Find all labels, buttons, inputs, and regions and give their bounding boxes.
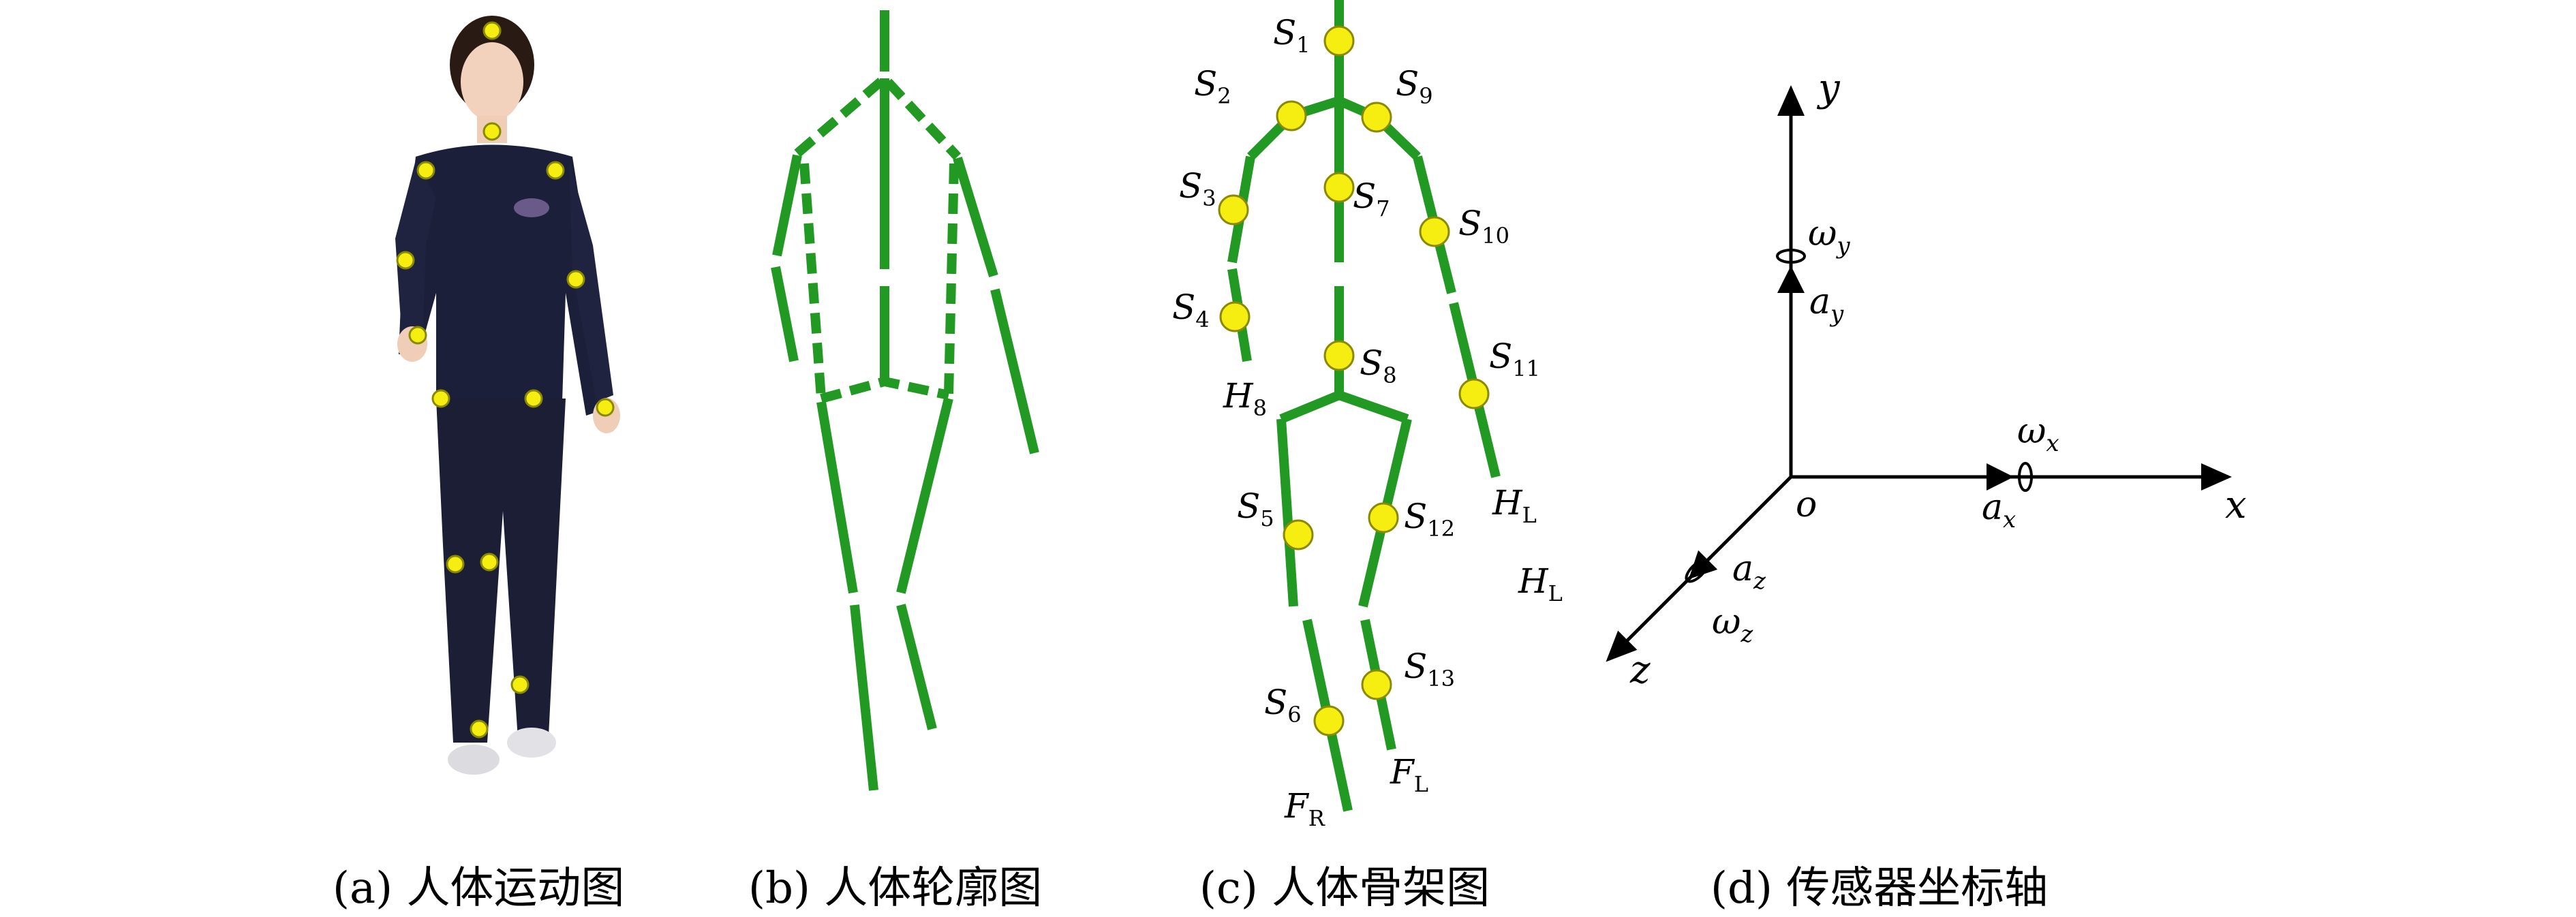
label-s12: S12 [1404, 497, 1455, 542]
label-s9: S9 [1396, 64, 1433, 109]
label-z: z [1629, 648, 1651, 692]
label-s8: S8 [1360, 343, 1397, 388]
marker-right-elbow [566, 270, 585, 289]
contour-figure [771, 10, 1039, 791]
left-arm [395, 160, 436, 341]
joint-s5 [1283, 519, 1314, 550]
contour-torso-right [944, 163, 959, 396]
jacket [399, 144, 607, 416]
contour-left-shin [850, 604, 878, 791]
label-s13: S13 [1404, 647, 1455, 691]
marker-right-ankle [510, 675, 530, 694]
label-hl-2: HL [1518, 561, 1563, 606]
joint-s3 [1218, 194, 1249, 226]
label-h8: H8 [1223, 376, 1267, 421]
caption-d: (d) 传感器坐标轴 [1711, 863, 2048, 914]
marker-chin [482, 122, 502, 141]
photo-markers [396, 21, 615, 739]
left-shoe [448, 745, 500, 775]
joint-s12 [1368, 502, 1399, 533]
face [461, 42, 523, 121]
sensor-axes: y x z o ωy ay ωx ax az ωz [1606, 66, 2247, 692]
label-s7: S7 [1353, 176, 1390, 221]
contour-hip [820, 376, 950, 403]
label-s11: S11 [1489, 337, 1540, 382]
az-arrow [1688, 550, 1718, 580]
label-s6: S6 [1264, 683, 1302, 728]
right-arm [569, 160, 613, 402]
joint-s13 [1361, 669, 1392, 700]
caption-c: (c) 人体骨架图 [1199, 863, 1490, 914]
joint-s1 [1323, 25, 1355, 57]
joint-s10 [1419, 216, 1450, 247]
marker-head [482, 21, 502, 40]
pants [436, 399, 566, 743]
label-s4: S4 [1172, 287, 1210, 332]
label-origin: o [1796, 484, 1817, 525]
label-omega-x: ωx [2017, 411, 2059, 457]
bone-hip [1279, 390, 1409, 424]
label-s10: S10 [1458, 204, 1509, 249]
joint-s9 [1361, 102, 1392, 133]
contour-left-lower-arm [771, 266, 799, 362]
joint-s11 [1458, 378, 1490, 409]
jacket-logo [514, 198, 549, 217]
marker-left-elbow [396, 251, 415, 270]
contour-torso-left [799, 163, 826, 399]
joint-s6 [1313, 705, 1345, 736]
contour-right-thigh [896, 397, 953, 594]
joint-s4 [1219, 301, 1251, 332]
caption-b: (b) 人体轮廓图 [748, 863, 1042, 914]
joint-s8 [1323, 340, 1355, 371]
marker-left-hand [408, 326, 427, 345]
bone-left-thigh [1276, 418, 1298, 607]
label-fl: FL [1390, 752, 1428, 797]
right-shoe [507, 728, 556, 758]
label-a-x: ax [1982, 487, 2016, 533]
label-omega-z: ωz [1712, 602, 1753, 648]
label-a-y: ay [1809, 281, 1844, 328]
marker-right-shoulder [546, 161, 565, 180]
marker-left-knee [446, 555, 465, 574]
contour-right-lower-arm [990, 288, 1039, 454]
marker-left-shoulder [416, 161, 435, 180]
contour-left-upper-arm [772, 154, 802, 257]
label-y: y [1816, 66, 1841, 110]
caption-a: (a) 人体运动图 [333, 863, 624, 914]
label-hl-1: HL [1492, 483, 1537, 528]
marker-right-hand [596, 398, 615, 417]
label-s5: S5 [1237, 486, 1274, 531]
person-photo [395, 16, 620, 775]
omega-x-rotation-icon [2018, 462, 2033, 492]
contour-right-upper-arm [953, 156, 998, 278]
contour-right-shin [896, 604, 937, 730]
marker-right-hip [524, 389, 543, 408]
label-a-z: az [1732, 548, 1766, 595]
marker-right-knee [480, 553, 499, 572]
label-fr: FR [1284, 786, 1325, 831]
joint-s2 [1276, 100, 1307, 131]
omega-y-rotation-icon [1776, 249, 1806, 264]
contour-left-thigh [816, 401, 858, 594]
omega-z-rotation-icon [1685, 559, 1709, 583]
label-omega-y: ωy [1808, 213, 1850, 260]
label-s3: S3 [1179, 166, 1216, 211]
marker-left-ankle [470, 719, 489, 739]
contour-shoulders [794, 72, 962, 160]
marker-left-hip [431, 389, 450, 408]
skeleton-figure: S1 S2 S9 S3 S7 S10 S4 S8 S11 H8 HL S5 S1… [1172, 0, 1563, 831]
label-x: x [2225, 483, 2247, 527]
joint-s7 [1323, 172, 1355, 203]
label-s1: S1 [1273, 13, 1310, 58]
label-s2: S2 [1194, 64, 1231, 109]
